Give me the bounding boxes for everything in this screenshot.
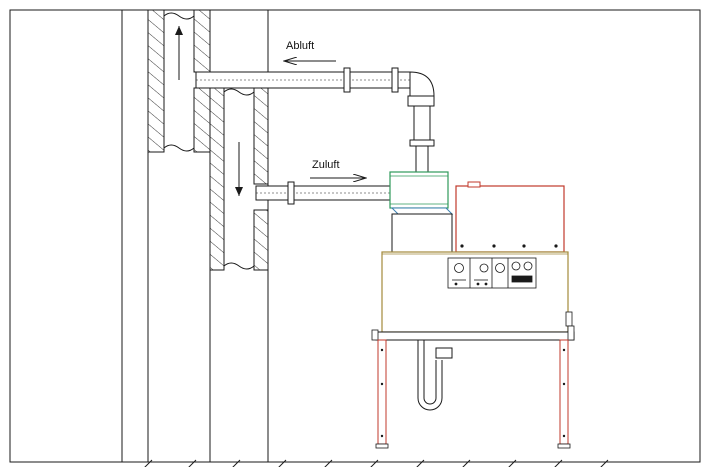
floor [108,459,612,467]
supply-pipe [255,181,391,205]
control-panel [447,257,537,289]
drain-pipe [417,340,453,411]
machine-legs [377,339,569,445]
filter-box [389,171,449,209]
exhaust-label: Abluft [286,40,314,52]
chimney [121,9,269,462]
hood-frame [455,185,565,253]
duct-adapter [390,207,454,215]
exhaust-pipe [195,67,435,173]
supply-label: Zuluft [312,159,340,171]
